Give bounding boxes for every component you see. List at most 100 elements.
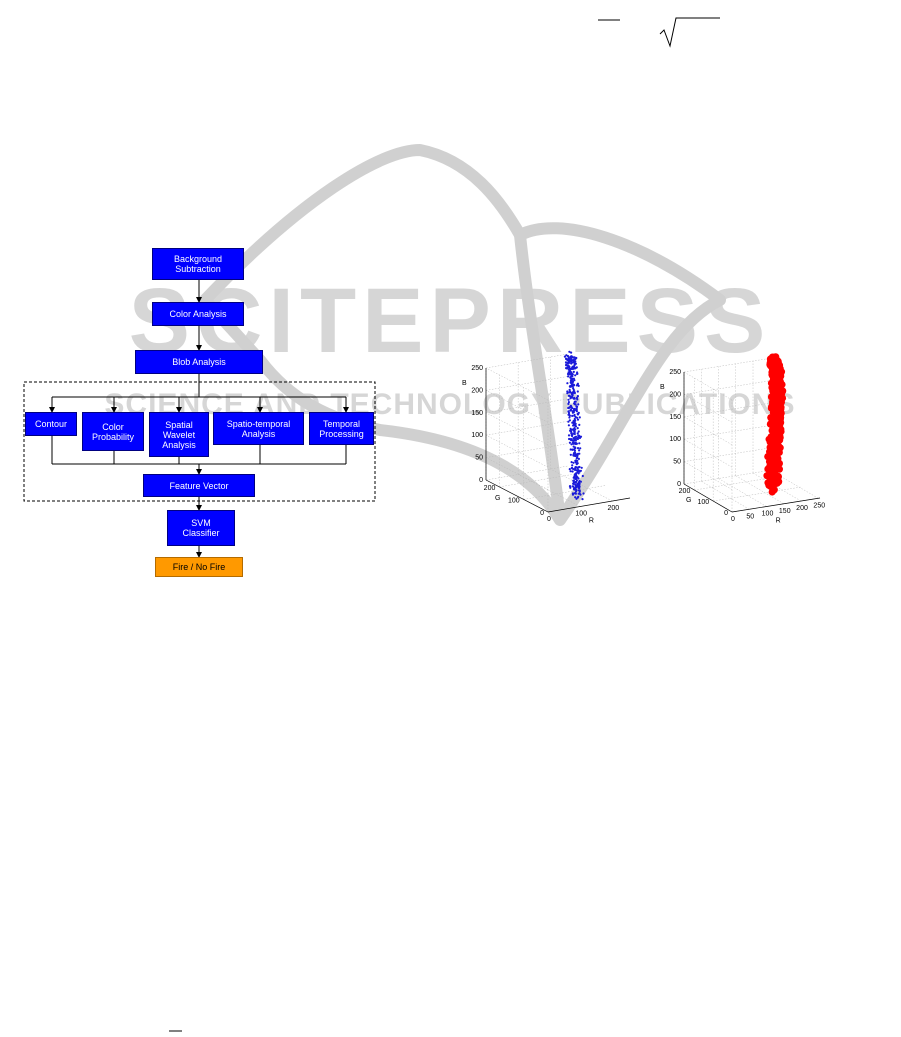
- scatter-point: [565, 364, 568, 367]
- scatter-point: [567, 364, 570, 367]
- scatter-point: [774, 416, 782, 424]
- scatter-point: [570, 461, 573, 464]
- scatter-point: [574, 483, 577, 486]
- scatter-point: [573, 413, 576, 417]
- z-tick-label: 150: [669, 414, 681, 421]
- scatter-point: [572, 356, 575, 359]
- scatter-point: [572, 391, 575, 394]
- z-tick-label: 0: [677, 481, 681, 488]
- scatter-point: [573, 427, 576, 430]
- scatter-point: [569, 397, 572, 400]
- scatter-point: [577, 472, 580, 475]
- scatter-point: [572, 411, 575, 414]
- z-tick-label: 150: [471, 410, 483, 417]
- scatter-point: [576, 436, 579, 440]
- scatter-point: [573, 403, 576, 406]
- scatter-point: [569, 385, 572, 388]
- background-subtraction-node: Background Subtraction: [152, 248, 244, 280]
- x-tick-label: 0: [547, 516, 551, 523]
- scatter-point: [571, 361, 574, 364]
- z-tick-label: 200: [471, 387, 483, 394]
- scatter-point: [573, 396, 576, 399]
- scatter-point: [575, 410, 578, 413]
- scatter-point: [572, 377, 575, 380]
- scatter-point: [563, 355, 566, 358]
- scatter-point: [572, 476, 575, 479]
- scatter-point: [570, 432, 573, 435]
- scatter-point: [567, 410, 570, 413]
- scatter-point: [575, 407, 578, 410]
- scatter-point: [566, 392, 569, 395]
- scatter-point: [566, 390, 569, 393]
- scatter-point: [574, 491, 577, 495]
- scatter-point: [571, 485, 574, 488]
- scatter-point: [576, 418, 580, 421]
- scatter-point: [565, 354, 568, 357]
- scatter-point: [578, 416, 581, 419]
- temporal-processing-node: Temporal Processing: [309, 412, 374, 445]
- scatter-point: [570, 375, 573, 378]
- y-tick-label: 0: [724, 510, 728, 517]
- scatter-point: [576, 383, 579, 386]
- scatter-point: [567, 420, 570, 423]
- x-tick-label: 250: [813, 502, 825, 509]
- scatter-point: [568, 485, 572, 488]
- scatter-point: [571, 394, 574, 397]
- scatter-point: [570, 373, 574, 376]
- scatter-point: [573, 408, 576, 411]
- equation-fragment-bottom: [169, 1030, 182, 1032]
- scatter-point: [569, 408, 573, 411]
- scatter-point: [573, 451, 577, 454]
- scatter-point: [565, 367, 569, 370]
- scatter-point: [570, 428, 573, 431]
- scatter-point: [576, 427, 579, 430]
- scatter-point: [572, 479, 575, 482]
- scatter-point: [770, 471, 778, 479]
- scatter-point: [571, 414, 574, 417]
- scatter-point: [575, 405, 578, 408]
- y-tick-label: 100: [697, 499, 709, 506]
- z-tick-label: 0: [479, 477, 483, 484]
- scatter-point: [572, 488, 575, 491]
- scatter-point: [570, 438, 573, 441]
- scatter-point: [573, 473, 576, 476]
- scatter-point: [574, 496, 577, 499]
- scatter-point: [575, 457, 578, 460]
- scatter-point: [574, 358, 577, 361]
- scatter-point: [569, 406, 572, 409]
- scatter-point: [567, 401, 570, 404]
- scatter-point: [576, 395, 579, 398]
- feature-vector-node: Feature Vector: [143, 474, 255, 497]
- scatter-point: [576, 447, 580, 450]
- scatter-point: [581, 474, 584, 478]
- blob-analysis-node: Blob Analysis: [135, 350, 263, 374]
- x-axis-label: R: [776, 518, 781, 525]
- z-tick-label: 200: [669, 391, 681, 398]
- scatter-points: [763, 353, 787, 496]
- scatter-point: [579, 447, 582, 450]
- x-tick-label: 150: [779, 508, 791, 515]
- scatter-point: [568, 361, 571, 364]
- scatter-point: [581, 498, 584, 501]
- scatter-point: [769, 433, 777, 441]
- scatter-point: [572, 387, 575, 390]
- z-tick-label: 250: [669, 369, 681, 376]
- scatter-point: [573, 429, 576, 433]
- scatter-point: [567, 434, 571, 437]
- scatter-point: [574, 374, 577, 377]
- scatter-point: [578, 465, 581, 469]
- scatter-point: [572, 482, 575, 485]
- y-axis-label: G: [686, 497, 691, 504]
- scatter-point: [573, 384, 576, 387]
- y-axis-label: G: [495, 495, 500, 502]
- scatter-point: [572, 442, 575, 445]
- scatter-point: [578, 423, 581, 426]
- color-probability-node: Color Probability: [82, 412, 144, 451]
- scatter-point: [578, 449, 581, 452]
- x-tick-label: 100: [575, 511, 587, 518]
- spatio-temporal-analysis-node: Spatio-temporal Analysis: [213, 412, 304, 445]
- scatter-point: [577, 457, 580, 460]
- scatter-point: [568, 419, 571, 422]
- scatter-point: [572, 461, 575, 464]
